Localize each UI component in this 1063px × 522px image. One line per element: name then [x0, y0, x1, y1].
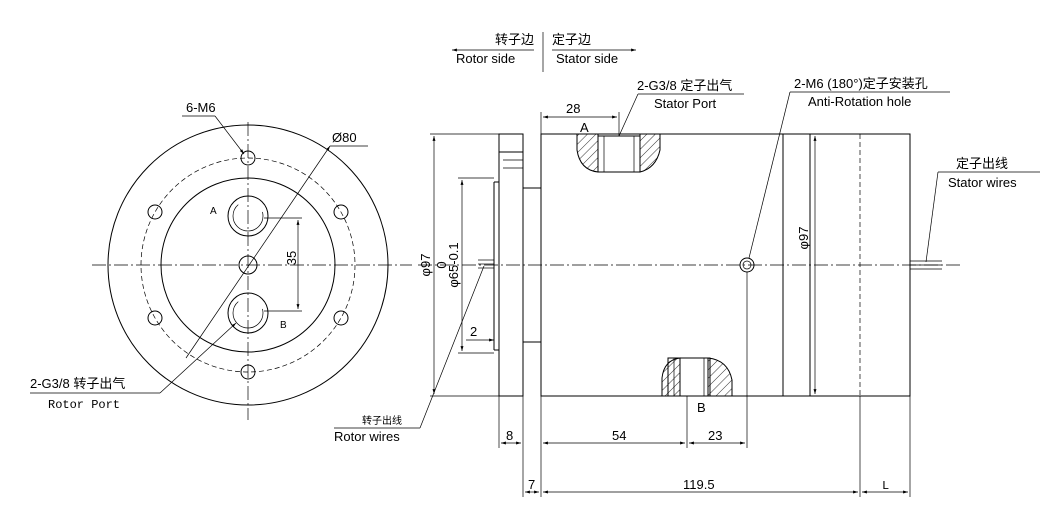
holes-leader — [214, 115, 245, 155]
side-dim-23: 23 — [708, 428, 722, 443]
front-rotor-port-cn: 2-G3/8 转子出气 — [30, 376, 125, 391]
front-dim-35: 35 — [284, 251, 299, 265]
bolt-hole — [240, 150, 256, 166]
front-port-b-label: B — [280, 320, 287, 331]
outer-flange-circle — [107, 124, 389, 406]
side-port-b-label: B — [697, 400, 706, 415]
body-circle — [160, 177, 336, 353]
side-dim-2: 2 — [470, 324, 477, 339]
side-dim-zero: 0 — [434, 261, 449, 268]
bolt-holes — [147, 150, 349, 380]
port-b-bore — [667, 357, 711, 397]
side-dim-119-5: 119.5 — [683, 477, 715, 492]
side-stator-wires-en: Stator wires — [948, 175, 1017, 190]
side-stator-wires-cn: 定子出线 — [956, 156, 1008, 171]
side-rotor-wires-en: Rotor wires — [334, 429, 400, 444]
side-dim-dia65: φ65-0.1 — [446, 242, 461, 287]
side-dim-L: L — [882, 479, 889, 493]
flange-bolt-top — [498, 133, 524, 153]
port-a-circle — [227, 195, 269, 237]
side-port-a-label: A — [580, 120, 589, 135]
port-b-circle — [227, 292, 269, 334]
port-a-hatch-left — [576, 133, 599, 173]
side-stator-port-en: Stator Port — [654, 96, 717, 111]
front-diameter-label: Ø80 — [332, 130, 357, 145]
stator-wires-leader — [925, 171, 939, 263]
rotor-side-en: Rotor side — [456, 51, 515, 66]
bolt-hole — [147, 204, 163, 220]
side-dim-28: 28 — [566, 101, 580, 116]
bolt-hole — [333, 310, 349, 326]
side-view: A B φ97 0 φ65-0.1 — [334, 76, 1040, 497]
side-anti-rot-en: Anti-Rotation hole — [808, 94, 911, 109]
front-rotor-port-en: Rotor Port — [48, 398, 120, 412]
stator-side-cn: 定子边 — [552, 32, 591, 47]
bolt-circle — [140, 157, 356, 373]
port-b-thread — [232, 297, 264, 329]
side-dim-54: 54 — [612, 428, 626, 443]
stator-side-en: Stator side — [556, 51, 618, 66]
side-stator-port-cn: 2-G3/8 定子出气 — [637, 78, 732, 93]
side-dim-dia97-left: φ97 — [418, 254, 433, 277]
rotor-wires-leader — [419, 265, 485, 429]
rotor-wire-stub — [478, 259, 494, 269]
stator-port-leader — [618, 93, 639, 137]
side-rotor-wires-cn: 转子出线 — [362, 414, 402, 427]
anti-rotation-hole-inner — [742, 260, 752, 270]
front-holes-label: 6-M6 — [186, 100, 216, 115]
bolt-hole — [147, 310, 163, 326]
port-b-hatch-left — [661, 357, 681, 397]
side-dim-8: 8 — [506, 428, 513, 443]
center-hub — [238, 255, 258, 275]
front-view: A B 35 6-M6 Ø80 2-G3/8 转子出气 Rotor Port — [30, 100, 412, 420]
rotor-port-leader — [159, 322, 237, 394]
side-dim-7: 7 — [528, 477, 535, 492]
side-anti-rot-cn: 2-M6 (180°)定子安装孔 — [794, 76, 928, 91]
bolt-hole — [240, 364, 256, 380]
side-dim-dia97-right: φ97 — [796, 227, 811, 250]
side-indicator: 转子边 Rotor side 定子边 Stator side — [452, 32, 636, 72]
stator-wire-stub — [910, 260, 942, 270]
front-port-a-label: A — [210, 206, 217, 217]
port-a-hatch-right — [639, 133, 661, 173]
diameter-leader — [185, 145, 331, 359]
port-a-thread — [232, 200, 264, 232]
bolt-hole — [333, 204, 349, 220]
port-b-hatch-right — [707, 357, 733, 397]
rotor-side-cn: 转子边 — [495, 32, 534, 47]
anti-rot-leader — [748, 91, 791, 259]
